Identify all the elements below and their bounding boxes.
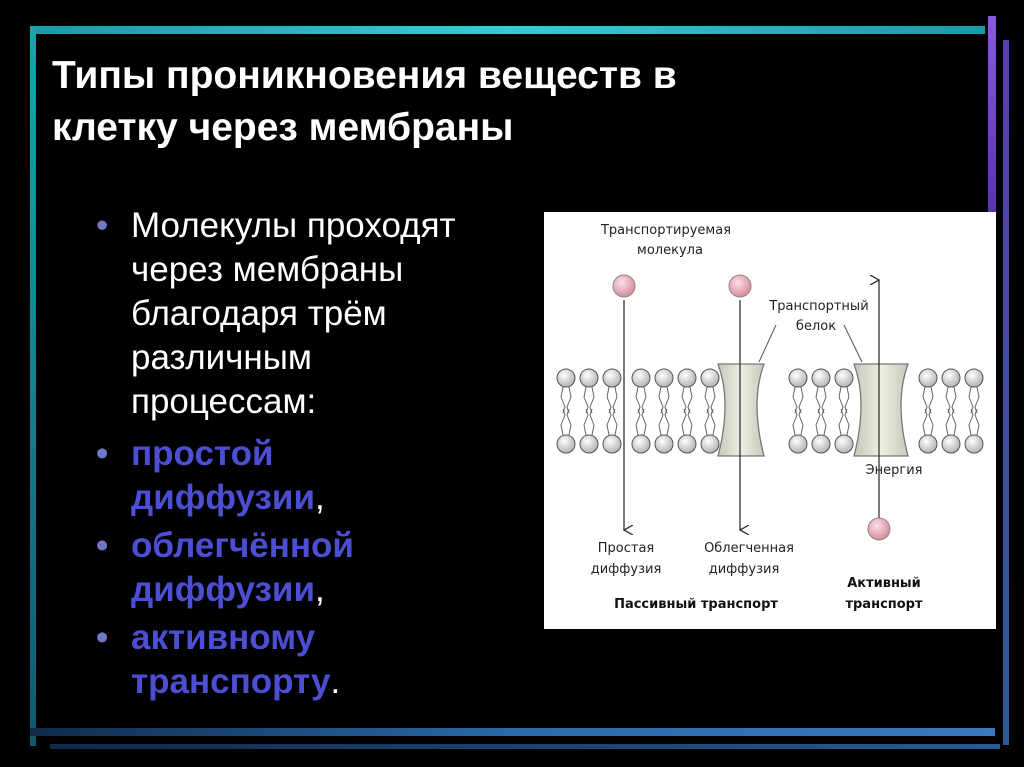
- membrane-diagram-svg: Транспортируемая молекула Транспортный б…: [556, 223, 984, 612]
- label-facilitated-line-2: диффузия: [709, 562, 780, 577]
- slide-title-line-1: Типы проникновения веществ в: [52, 54, 677, 97]
- bullet-intro: • Молекулы проходят через мембраны благо…: [96, 204, 536, 424]
- protein-leader-line-left: [758, 324, 777, 363]
- label-passive-transport: Пассивный транспорт: [614, 597, 778, 612]
- bullet-intro-line-2: через мембраны: [131, 250, 404, 289]
- bullet-dot-icon: •: [96, 206, 109, 245]
- bullet-intro-line-5: процессам:: [131, 382, 317, 421]
- transported-molecule-facilitated: [728, 274, 752, 298]
- bullet-simple-diffusion: • простой диффузии,: [96, 432, 536, 520]
- bullet-intro-line-3: благодаря трём: [131, 294, 387, 333]
- phospholipid: [834, 368, 854, 454]
- phospholipid: [631, 368, 651, 454]
- slide-title: Типы проникновения веществ в клетку чере…: [52, 50, 952, 154]
- frame-bottom-line-2: [50, 744, 1000, 749]
- transport-protein-left: [717, 363, 765, 457]
- bullet-simple-line-1: простой: [131, 434, 274, 473]
- frame-top-line: [30, 26, 985, 34]
- transported-molecule-active: [867, 517, 891, 541]
- label-protein-line-2: белок: [796, 319, 836, 334]
- phospholipid: [811, 368, 831, 454]
- transported-molecule-simple: [612, 274, 636, 298]
- bullet-list: • Молекулы проходят через мембраны благо…: [96, 204, 536, 708]
- bullet-active-transport: • активному транспорту.: [96, 616, 536, 704]
- slide-title-line-2: клетку через мембраны: [52, 106, 514, 149]
- phospholipid: [918, 368, 938, 454]
- label-active-line-1: Активный: [847, 576, 921, 591]
- frame-right-line: [1003, 40, 1009, 745]
- bullet-facilitated-punct: ,: [314, 570, 325, 609]
- lipid-bilayer: [556, 368, 984, 454]
- protein-leader-line-right: [843, 324, 863, 363]
- frame-bottom-line: [30, 728, 995, 736]
- phospholipid: [556, 368, 576, 454]
- bullet-intro-line-1: Молекулы проходят: [131, 206, 456, 245]
- bullet-active-line-2: транспорту: [131, 662, 331, 701]
- bullet-facilitated-diffusion: • облегчённой диффузии,: [96, 524, 536, 612]
- phospholipid: [579, 368, 599, 454]
- phospholipid: [964, 368, 984, 454]
- label-active-line-2: транспорт: [845, 597, 923, 612]
- bullet-simple-line-2: диффузии: [131, 478, 315, 517]
- label-simple-line-1: Простая: [598, 541, 655, 556]
- bullet-dot-icon: •: [96, 434, 109, 473]
- phospholipid: [677, 368, 697, 454]
- phospholipid: [654, 368, 674, 454]
- phospholipid: [602, 368, 622, 454]
- membrane-transport-diagram: Транспортируемая молекула Транспортный б…: [544, 212, 996, 629]
- bullet-intro-line-4: различным: [131, 338, 312, 377]
- label-facilitated-line-1: Облегченная: [704, 541, 794, 556]
- phospholipid: [700, 368, 720, 454]
- transport-protein-right: [853, 363, 909, 457]
- bullet-facilitated-line-1: облегчённой: [131, 526, 354, 565]
- phospholipid: [941, 368, 961, 454]
- label-energy: Энергия: [866, 463, 923, 478]
- bullet-facilitated-line-2: диффузии: [131, 570, 315, 609]
- phospholipid: [788, 368, 808, 454]
- bullet-dot-icon: •: [96, 526, 109, 565]
- label-simple-line-2: диффузия: [591, 562, 662, 577]
- label-molecule-line-1: Транспортируемая: [600, 223, 731, 238]
- bullet-dot-icon: •: [96, 618, 109, 657]
- bullet-simple-punct: ,: [314, 478, 325, 517]
- label-molecule-line-2: молекула: [637, 243, 703, 258]
- frame-left-line: [30, 26, 36, 746]
- bullet-active-punct: .: [330, 662, 341, 701]
- bullet-active-line-1: активному: [131, 618, 316, 657]
- label-protein-line-1: Транспортный: [768, 299, 868, 314]
- frame-top-purple-line: [988, 16, 996, 216]
